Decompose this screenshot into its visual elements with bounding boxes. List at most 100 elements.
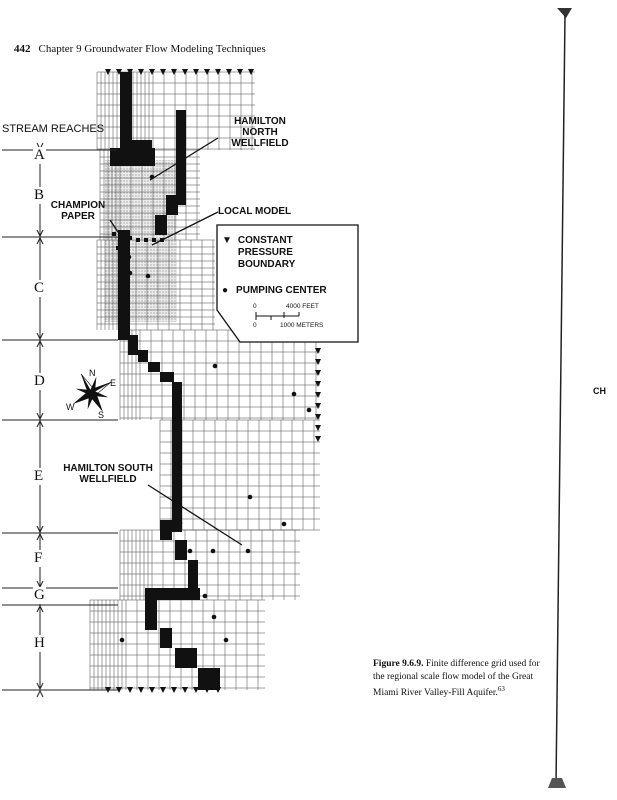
compass-rose-icon xyxy=(72,373,112,413)
legend-constant-pressure: CONSTANT PRESSURE BOUNDARY xyxy=(237,235,296,270)
arrow-icon xyxy=(36,682,44,691)
river-cell xyxy=(160,520,172,540)
pumping-center-dot xyxy=(247,494,253,500)
constant-pressure-triangle xyxy=(315,403,321,409)
compass-s: S xyxy=(98,410,105,420)
constant-pressure-triangle xyxy=(215,69,221,75)
reach-g: G xyxy=(33,587,46,604)
constant-pressure-triangle xyxy=(248,69,254,75)
constant-pressure-triangle xyxy=(193,69,199,75)
constant-pressure-triangle xyxy=(204,687,210,693)
pumping-center-dot xyxy=(187,548,193,554)
compass-e: E xyxy=(110,378,117,388)
local-model-boundary-mark xyxy=(120,232,124,236)
river-cell xyxy=(132,140,152,150)
constant-pressure-triangle xyxy=(204,69,210,75)
grid-lines xyxy=(89,71,320,690)
river-cell xyxy=(172,382,182,532)
leader-lines xyxy=(109,137,243,546)
arrow-icon xyxy=(36,236,44,245)
caption-label: Figure 9.6.9. xyxy=(373,659,424,669)
pumping-center-dot xyxy=(202,593,208,599)
scale-zero-top: 0 xyxy=(253,303,257,310)
local-model-boundary-mark xyxy=(112,232,116,236)
pumping-center-dot xyxy=(245,548,251,554)
pumping-center-dot xyxy=(145,273,151,279)
running-title: Chapter 9 Groundwater Flow Modeling Tech… xyxy=(38,43,266,55)
local-model-boundary-mark xyxy=(136,238,140,242)
pumping-center-dot xyxy=(127,270,133,276)
reach-b: B xyxy=(33,187,46,204)
constant-pressure-triangle xyxy=(315,381,321,387)
arrow-icon xyxy=(36,332,44,341)
local-model-boundary-mark xyxy=(116,246,120,250)
constant-pressure-triangle xyxy=(138,687,144,693)
river-cell xyxy=(198,668,220,690)
pumping-center-dot xyxy=(212,363,218,369)
reach-e: E xyxy=(33,468,45,485)
river-cell xyxy=(175,648,197,668)
river-cell xyxy=(128,335,138,355)
reach-d: D xyxy=(33,373,46,390)
dot-icon: ● xyxy=(222,285,229,296)
arrow-icon xyxy=(36,419,44,428)
figure-caption: Figure 9.6.9. Finite difference grid use… xyxy=(373,658,543,700)
constant-pressure-triangle xyxy=(315,359,321,365)
constant-pressure-triangle xyxy=(149,687,155,693)
constant-pressure-triangle xyxy=(116,687,122,693)
pumping-center-dot xyxy=(306,407,312,413)
reach-a: A xyxy=(33,147,46,164)
pumping-center-dot xyxy=(119,637,125,643)
legend-pumping-center: PUMPING CENTER xyxy=(236,285,327,296)
compass-n: N xyxy=(89,368,96,378)
champion-paper-label: CHAMPION PAPER xyxy=(50,200,106,222)
page-edge-line xyxy=(555,14,566,786)
pumping-center-dot xyxy=(211,614,217,620)
caption-text: Finite difference grid used for the regi… xyxy=(373,659,540,699)
scale-zero-bottom: 0 xyxy=(253,322,257,329)
constant-pressure-triangle xyxy=(182,69,188,75)
pumping-center-dot xyxy=(281,521,287,527)
local-model-boundary-mark xyxy=(124,244,128,248)
arrow-icon xyxy=(36,525,44,534)
constant-pressure-triangle xyxy=(182,687,188,693)
legend: ▼ CONSTANT PRESSURE BOUNDARY ● PUMPING CEN… xyxy=(222,235,348,297)
constant-pressure-triangle xyxy=(105,69,111,75)
pumping-center-dot xyxy=(291,391,297,397)
river-cell xyxy=(188,560,198,590)
markers xyxy=(105,69,321,693)
constant-pressure-triangle xyxy=(193,687,199,693)
river-cell xyxy=(138,350,148,362)
page-number: 442 xyxy=(14,43,31,55)
arrow-icon xyxy=(36,604,44,613)
triangle-icon: ▼ xyxy=(222,235,232,246)
river-cell xyxy=(175,540,187,560)
scale-meters: 1000 METERS xyxy=(280,322,324,329)
page-edge-top xyxy=(557,8,572,18)
constant-pressure-triangle xyxy=(315,425,321,431)
stream-reaches-label: STREAM REACHES xyxy=(2,123,105,135)
constant-pressure-triangle xyxy=(138,69,144,75)
margin-fragment: CH xyxy=(593,386,606,396)
pumping-center-dot xyxy=(126,254,132,260)
constant-pressure-triangle xyxy=(171,69,177,75)
pumping-center-dot xyxy=(210,548,216,554)
reach-f: F xyxy=(33,550,44,567)
arrow-icon xyxy=(36,532,44,541)
north-wellfield-label: HAMILTON NORTH WELLFIELD xyxy=(231,116,289,149)
constant-pressure-triangle xyxy=(171,687,177,693)
constant-pressure-triangle xyxy=(226,69,232,75)
river-cell xyxy=(145,588,200,600)
arrow-icon xyxy=(36,339,44,348)
pumping-center-dot xyxy=(177,520,183,526)
constant-pressure-triangle xyxy=(237,69,243,75)
constant-pressure-triangle xyxy=(149,69,155,75)
reach-h: H xyxy=(33,635,46,652)
constant-pressure-triangle xyxy=(315,370,321,376)
constant-pressure-triangle xyxy=(315,436,321,442)
constant-pressure-triangle xyxy=(315,392,321,398)
river-cell xyxy=(110,148,155,166)
river-cell xyxy=(155,215,167,235)
page-edge-bottom xyxy=(548,778,566,788)
river-cell xyxy=(166,195,178,215)
